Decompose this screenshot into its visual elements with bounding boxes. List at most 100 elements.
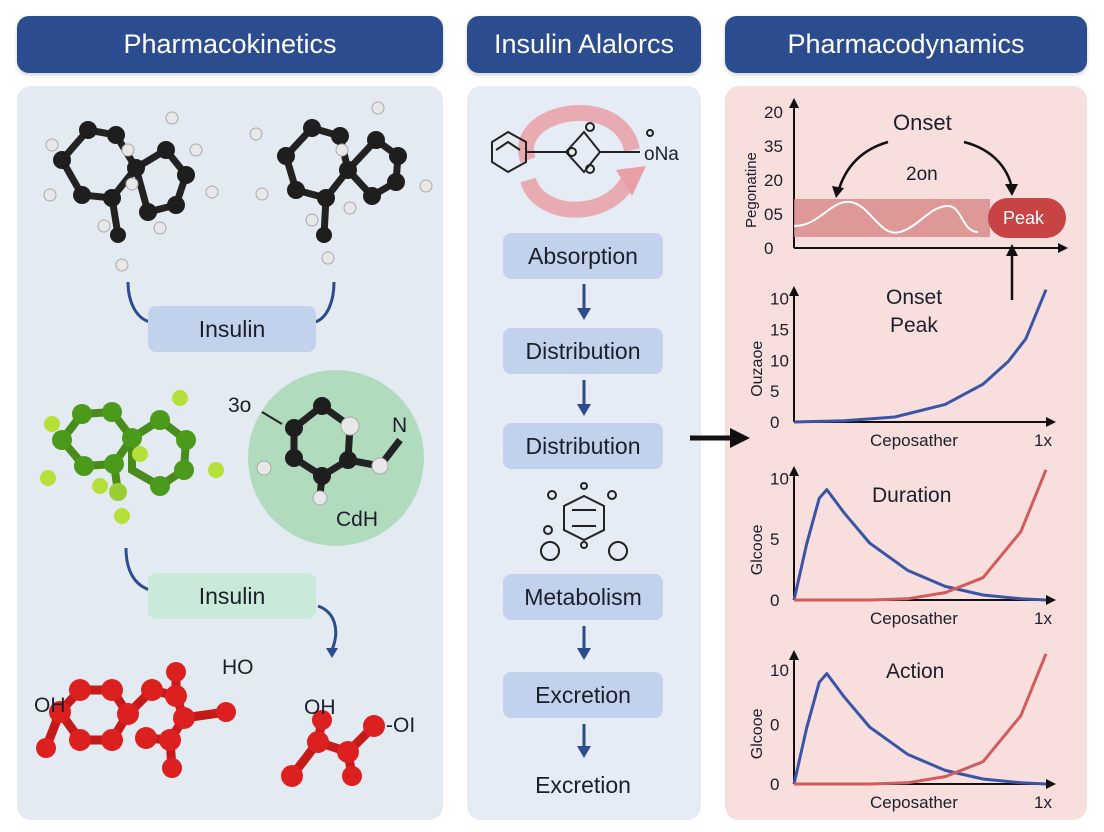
highlight-circle (248, 370, 424, 546)
chart2-x-arrow (1046, 595, 1056, 605)
chart0-title: Onset (893, 110, 952, 135)
step-distribution-2: Distribution (503, 423, 663, 469)
chart3-tick-label: 0 (770, 715, 779, 734)
chart1-tick-label: 10 (770, 290, 789, 309)
chart1-tick-label: 10 (770, 351, 789, 370)
step-excretion-1: Excretion (503, 672, 663, 718)
chart2-x-end-label: 1x (1034, 609, 1052, 628)
step-label: Excretion (535, 681, 631, 708)
chart2-title: Duration (872, 484, 951, 507)
connector-right-top (314, 281, 336, 324)
cycle-arrowhead (616, 166, 646, 196)
chart0-tick-label: 20 (764, 171, 783, 190)
step-distribution-1: Distribution (503, 328, 663, 374)
molecule-red-right-atoms (281, 710, 385, 787)
chart3-x-end-label: 1x (1034, 793, 1052, 812)
chart1-tick-label: 5 (770, 382, 779, 401)
chart0-series-line (793, 200, 979, 234)
chart1-series-0 (793, 289, 1048, 424)
step-label: Distribution (525, 337, 641, 364)
step-absorption: Absorption (503, 233, 663, 279)
chart0-arrow-right (963, 140, 1014, 189)
step-label: Absorption (528, 242, 638, 269)
insulin-label-bottom: Insulin (198, 582, 266, 609)
chart1-title-line2: Peak (890, 314, 938, 337)
chart0-arrowhead-right (1005, 184, 1018, 196)
header-title-pd: Pharmacodynamics (787, 29, 1025, 59)
chart3-series-1 (794, 653, 1048, 786)
middle-molecule (491, 122, 654, 174)
chart0-ylabel: Pegonatine (743, 152, 760, 228)
chart3-xlabel: Ceposather (870, 793, 958, 812)
chart0-tick-label: 35 (764, 137, 783, 156)
step-arrows (577, 284, 591, 758)
insulin-pill-bottom: Insulin (148, 573, 316, 619)
transition-arrow (690, 428, 750, 448)
chart3-series-0 (792, 672, 1047, 786)
molecule-black-right-atoms (249, 101, 433, 265)
chart3-title: Action (886, 660, 944, 683)
chart2-tick-label: 0 (770, 591, 779, 610)
chart0-tick-label: 20 (764, 103, 783, 122)
metabolism-icon (540, 482, 628, 561)
chart0-x-arrow (1058, 243, 1068, 253)
molecule-green-atoms (40, 390, 224, 524)
chart0-peak-badge (988, 198, 1066, 238)
chem-label-na: oNa (644, 144, 679, 165)
insulin-pill-top: Insulin (148, 306, 316, 352)
chart2-tick-label: 10 (770, 469, 789, 488)
chem-label-oh-left: OH (34, 694, 66, 717)
chart3-tick-label: 10 (770, 661, 789, 680)
chart3-x-arrow (1046, 779, 1056, 789)
molecule-black-left-atoms (43, 111, 219, 272)
chem-label-n: N (392, 414, 408, 437)
connector-left-top (126, 281, 151, 324)
chart1-tick-label: 0 (770, 413, 779, 432)
chart0-band (794, 199, 990, 237)
insulin-label-top: Insulin (198, 315, 266, 342)
chart1-x-end-label: 1x (1034, 431, 1052, 450)
chart0-peak-label: Peak (1003, 208, 1045, 228)
chart2-ylabel: Glcooe (749, 524, 766, 575)
chem-label-oi: -OI (386, 714, 416, 737)
chart0-y-arrow (789, 98, 799, 108)
connector-bottom-left (124, 547, 151, 592)
header-pharmacodynamics: Pharmacodynamics (725, 16, 1087, 73)
step-excretion-2: Excretion (503, 762, 663, 808)
chem-label-3o: 3o (228, 394, 252, 417)
chart1-ylabel: Ouzaoe (749, 341, 766, 397)
chem-label-cdh: CdH (336, 508, 379, 531)
molecule-in-circle-atoms (256, 397, 389, 506)
chart1-y-arrow (789, 286, 799, 296)
chart2-tick-label: 5 (770, 530, 779, 549)
header-insulin: Insulin Alalorcs (467, 16, 701, 73)
connector-bottom-right (317, 604, 338, 651)
cycle-arrow-bottom (520, 167, 640, 218)
molecule-red-left-atoms (36, 662, 236, 778)
step-metabolism: Metabolism (503, 574, 663, 620)
header-title-insulin: Insulin Alalorcs (493, 29, 675, 59)
chart0-arrow-left (836, 140, 889, 193)
chart3-tick-label: 0 (770, 775, 779, 794)
chem-label-oh-right: OH (304, 696, 336, 719)
header-pharmacokinetics: Pharmacokinetics (17, 16, 443, 73)
connector-arrowhead (326, 648, 338, 658)
chart0-peak-up-arrowhead (1006, 244, 1018, 256)
step-label: Excretion (535, 771, 631, 798)
chem-label-ho: HO (222, 656, 254, 679)
header-title-pk: Pharmacokinetics (123, 29, 337, 59)
chart1-tick-label: 15 (770, 320, 789, 339)
chart0-tick-label: 05 (764, 205, 783, 224)
chart1-xlabel: Ceposather (870, 431, 958, 450)
chart2-series-1 (794, 469, 1048, 602)
chart3-ylabel: Glcooe (749, 708, 766, 759)
chart2-y-arrow (789, 466, 799, 476)
step-label: Distribution (525, 432, 641, 459)
chart3-y-arrow (789, 650, 799, 660)
chart2-series-0 (792, 488, 1047, 602)
step-label: Metabolism (524, 583, 642, 610)
chart0-subtitle: 2on (906, 164, 938, 185)
chart0-tick-label: 0 (764, 239, 773, 258)
